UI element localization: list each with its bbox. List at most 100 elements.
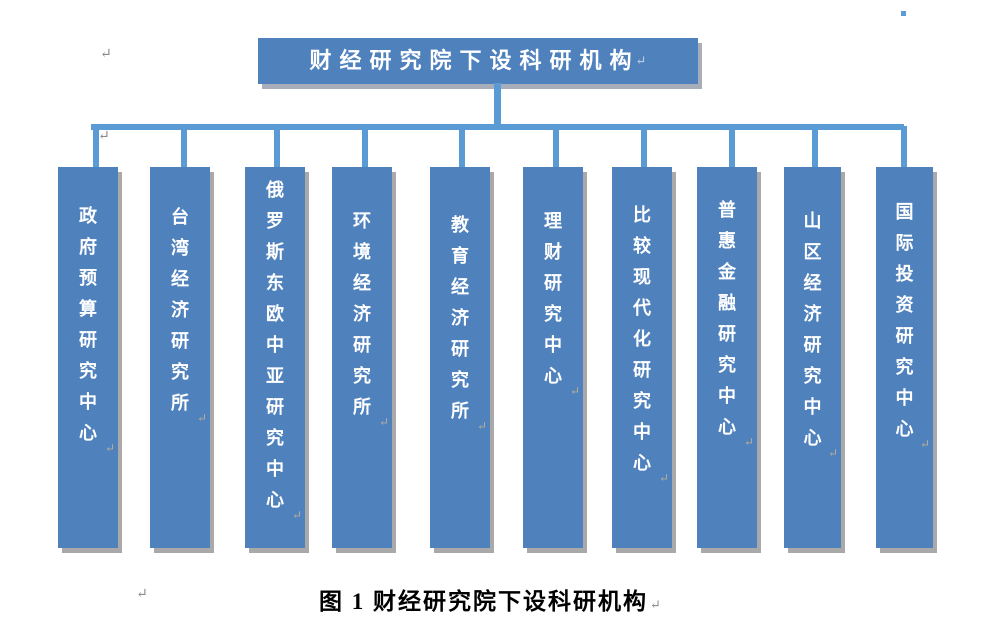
- unit-node-label-char: 经: [803, 273, 822, 293]
- unit-node-label-char: 究: [803, 366, 822, 386]
- unit-node-label-char: 东: [266, 273, 284, 293]
- connector-drop: [641, 126, 647, 168]
- unit-node-label-char: 心↵: [266, 490, 302, 522]
- unit-node-label-char: 理: [544, 211, 562, 231]
- unit-node-label-char: 中: [718, 386, 736, 406]
- paragraph-mark: ↵: [378, 415, 389, 429]
- unit-node-label-char: 所↵: [451, 401, 487, 433]
- unit-node-label-char: 济: [171, 300, 189, 320]
- unit-node-label-char: 研: [718, 324, 736, 344]
- unit-node-label-char: 经: [451, 277, 469, 297]
- unit-node-label-char: 中: [544, 335, 562, 355]
- unit-node-label-char: 财: [544, 242, 562, 262]
- unit-node-label-char: 究: [353, 366, 371, 386]
- unit-node-label-char: 区: [803, 242, 822, 262]
- unit-node-label-char: 研: [803, 335, 822, 355]
- paragraph-mark: ↵: [650, 597, 663, 612]
- paragraph-mark: ↵: [569, 384, 580, 398]
- unit-node[interactable]: 普惠金融研究中心↵: [697, 167, 757, 548]
- connector-root-drop: [494, 83, 501, 129]
- unit-node[interactable]: 俄罗斯东欧中亚研究中心↵: [245, 167, 305, 548]
- unit-node-label-char: 济: [353, 304, 371, 324]
- unit-node-label-char: 心↵: [79, 423, 115, 455]
- unit-node-label-char: 环: [353, 211, 371, 231]
- connector-drop: [274, 126, 280, 168]
- unit-node-label-char: 中: [266, 335, 284, 355]
- unit-node-label-char: 教: [451, 215, 469, 235]
- unit-node-label-char: 所↵: [353, 397, 389, 429]
- unit-node-label-char: 研: [544, 273, 562, 293]
- unit-node[interactable]: 山区经济研究中心↵: [784, 167, 841, 548]
- unit-node-label-char: 所↵: [171, 393, 207, 425]
- paragraph-mark: ↵: [100, 47, 112, 62]
- unit-node-label-char: 究: [633, 391, 651, 411]
- unit-node[interactable]: 环境经济研究所↵: [332, 167, 392, 548]
- paragraph-mark: ↵: [476, 419, 487, 433]
- unit-node-label-char: 育: [451, 246, 469, 266]
- unit-node[interactable]: 国际投资研究中心↵: [876, 167, 933, 548]
- unit-node-label-char: 境: [353, 242, 371, 262]
- unit-node-label-char: 济: [803, 304, 822, 324]
- unit-node-label-char: 际: [895, 233, 914, 253]
- connector-drop: [362, 126, 368, 168]
- connector-drop: [181, 126, 187, 168]
- unit-node[interactable]: 理财研究中心↵: [523, 167, 583, 548]
- connector-drop: [729, 126, 735, 168]
- paragraph-mark: ↵: [104, 441, 115, 455]
- unit-node-label-char: 中: [266, 459, 284, 479]
- connector-drop: [553, 126, 559, 168]
- unit-node-label-char: 研: [266, 397, 284, 417]
- unit-node-label-char: 资: [895, 295, 914, 315]
- unit-node-label-char: 研: [451, 339, 469, 359]
- unit-node-label-char: 研: [895, 326, 914, 346]
- unit-node-label-char: 研: [171, 331, 189, 351]
- unit-node-label-char: 亚: [266, 366, 284, 386]
- unit-node-label-char: 府: [79, 237, 97, 257]
- unit-node-label-char: 山: [803, 211, 822, 231]
- unit-node-label-char: 中: [79, 392, 97, 412]
- unit-node-label-char: 政: [79, 206, 97, 226]
- unit-node-label-char: 普: [718, 200, 736, 220]
- unit-node-label-char: 惠: [718, 231, 736, 251]
- figure-caption: 图 1 财经研究院下设科研机构↵: [0, 582, 982, 616]
- unit-node-label-char: 究: [451, 370, 469, 390]
- connector-drop: [459, 126, 465, 168]
- unit-node[interactable]: 比较现代化研究中心↵: [612, 167, 672, 548]
- unit-node-label-char: 中: [895, 388, 914, 408]
- unit-node-label-char: 罗: [266, 211, 284, 231]
- unit-node-label-char: 现: [633, 267, 651, 287]
- unit-node-label-char: 中: [633, 422, 651, 442]
- unit-node-label-char: 心↵: [633, 453, 669, 485]
- unit-node[interactable]: 教育经济研究所↵: [430, 167, 490, 548]
- unit-node-label-char: 较: [633, 236, 651, 256]
- unit-node[interactable]: 台湾经济研究所↵: [150, 167, 210, 548]
- unit-node-label-char: 经: [353, 273, 371, 293]
- unit-node-label-char: 究: [79, 361, 97, 381]
- unit-node[interactable]: 政府预算研究中心↵: [58, 167, 118, 548]
- root-node[interactable]: 财经研究院下设科研机构 ↵: [258, 38, 698, 84]
- unit-node-label-char: 心↵: [803, 428, 839, 460]
- unit-node-label-char: 化: [633, 329, 651, 349]
- unit-node-label-char: 湾: [171, 238, 189, 258]
- unit-node-label-char: 研: [79, 330, 97, 350]
- paragraph-mark: ↵: [291, 508, 302, 522]
- paragraph-mark: ↵: [98, 129, 110, 144]
- unit-node-label-char: 究: [895, 357, 914, 377]
- unit-node-label-char: 金: [718, 262, 736, 282]
- figure-caption-text: 图 1 财经研究院下设科研机构: [319, 589, 649, 614]
- unit-node-label-char: 欧: [266, 304, 284, 324]
- unit-node-label-char: 研: [633, 360, 651, 380]
- root-node-label: 财经研究院下设科研机构: [309, 48, 640, 73]
- unit-node-label-char: 斯: [266, 242, 284, 262]
- unit-node-label-char: 国: [895, 202, 914, 222]
- unit-node-label-char: 投: [895, 264, 914, 284]
- unit-node-label-char: 经: [171, 269, 189, 289]
- unit-node-label-char: 心↵: [544, 366, 580, 398]
- unit-node-label-char: 究: [171, 362, 189, 382]
- connector-drop: [901, 126, 907, 168]
- unit-node-label-char: 研: [353, 335, 371, 355]
- unit-node-label-char: 济: [451, 308, 469, 328]
- unit-node-label-char: 算: [79, 299, 97, 319]
- unit-node-label-char: 代: [633, 298, 651, 318]
- paragraph-mark: ↵: [827, 446, 838, 460]
